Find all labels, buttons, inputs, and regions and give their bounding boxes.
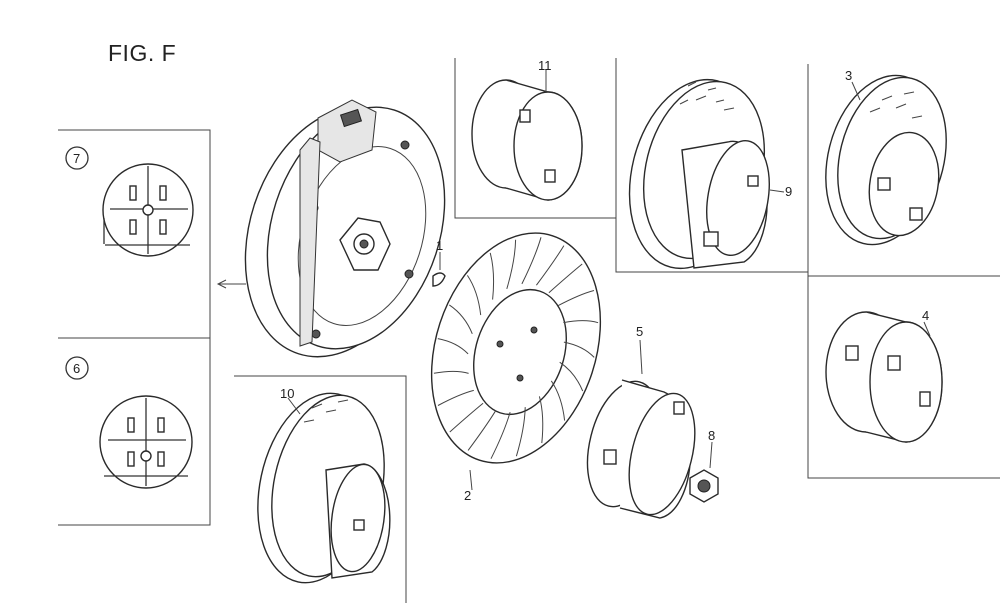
callout-6: 6 — [73, 361, 80, 376]
fan-blade — [563, 320, 599, 324]
fan-blades — [433, 237, 599, 459]
frame-lines — [58, 58, 1000, 603]
part-5-cup — [586, 339, 696, 519]
callout-circle-6 — [65, 356, 89, 380]
fan-blade — [548, 263, 583, 294]
fan-blade — [489, 252, 495, 300]
fan-blade — [550, 380, 566, 421]
part-1-pin — [432, 252, 446, 287]
fan-blade — [490, 411, 511, 459]
callout-2: 2 — [464, 488, 471, 503]
callout-8: 8 — [708, 428, 715, 443]
callout-9: 9 — [785, 184, 792, 199]
part-10-pulley — [257, 392, 391, 584]
recoil-starter-housing — [244, 99, 446, 358]
callout-5: 5 — [636, 324, 643, 339]
part-8-nut — [689, 441, 719, 503]
part-11-sleeve — [471, 70, 583, 201]
figure-title: FIG. F — [108, 40, 177, 66]
part-4-cup — [825, 311, 943, 443]
fan-blade — [437, 338, 469, 355]
part-7-ratchet-cup — [102, 163, 194, 257]
part-9-pulley — [628, 78, 785, 270]
fan-blade — [538, 396, 544, 444]
fan-blade — [449, 304, 473, 334]
callout-1: 1 — [436, 238, 443, 253]
fan-blade — [437, 389, 474, 406]
fan-blade — [449, 402, 484, 433]
part-3-pulley — [825, 74, 947, 246]
fan-blade — [433, 370, 469, 374]
callout-11: 11 — [538, 58, 552, 73]
fan-blade — [535, 245, 565, 286]
fan-blade — [559, 361, 584, 392]
callout-10: 10 — [280, 386, 294, 401]
fan-blade — [466, 275, 482, 316]
fan-blade — [506, 239, 517, 290]
fan-blade — [557, 290, 595, 307]
fan-blade — [521, 237, 542, 285]
callout-4: 4 — [922, 308, 929, 323]
callout-labels: 1 2 3 4 5 6 7 8 9 10 11 — [73, 58, 929, 503]
callout-7: 7 — [73, 151, 80, 166]
fan-blade — [515, 407, 526, 457]
fan-blade — [563, 341, 595, 358]
callout-3: 3 — [845, 68, 852, 83]
callout-circle-7 — [65, 146, 89, 170]
part-6-ratchet-cup — [99, 395, 193, 489]
part-2-fan — [430, 232, 602, 491]
fan-blade — [467, 410, 497, 451]
